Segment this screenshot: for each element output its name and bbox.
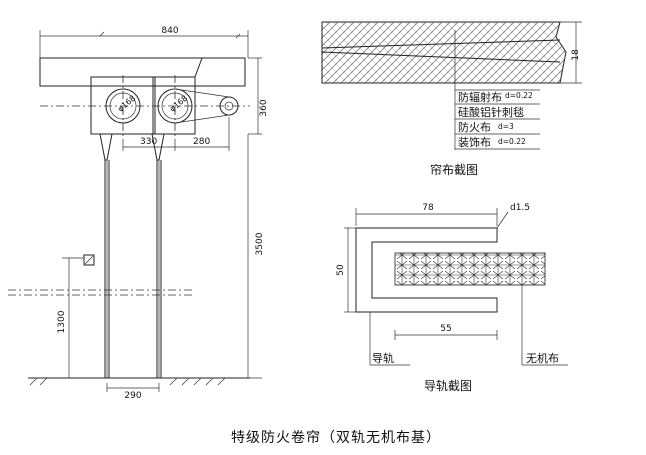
dim-width-top-label: 840 <box>161 26 178 36</box>
rail-section: 78 d1.5 50 55 导轨 无机布 导轨截图 <box>336 203 568 393</box>
curtain-layer-1: 防辐射布 d=0.22 <box>458 90 533 104</box>
layer-3-name: 防火布 <box>458 120 491 134</box>
layer-2-name: 硅酸铝针刺毯 <box>458 105 524 119</box>
bracket-right <box>152 76 196 135</box>
layer-4-name: 装饰布 <box>458 135 491 149</box>
dim-rail-width-label: 290 <box>124 391 141 401</box>
dim-button-height-label: 1300 <box>57 310 67 333</box>
drawing-title: 特级防火卷帘（双轨无机布基） <box>231 429 441 446</box>
dim-rail-width: 290 <box>106 383 160 401</box>
curtain-layer-4: 装饰布 d=0.22 <box>458 135 526 149</box>
inorganic-cloth <box>394 252 546 286</box>
dim-total-height: 3500 <box>244 134 265 379</box>
curtain-section: 18 防辐射布 d=0.22 硅酸铝针刺毯 防火布 d=3 装饰布 d=0.22… <box>321 21 582 177</box>
rail-label: 导轨 <box>372 351 394 365</box>
curtain-section-caption: 帘布截图 <box>430 162 478 177</box>
dim-shaft-gaps: 330 280 <box>122 117 230 151</box>
rail-width-label: 78 <box>422 203 434 213</box>
curtain-layer-2: 硅酸铝针刺毯 <box>458 105 524 119</box>
dim-height-box-label: 360 <box>259 99 269 116</box>
rail-width-dim: 78 <box>355 203 498 226</box>
shaft-right-label: φ168 <box>168 94 190 114</box>
motor <box>174 88 239 124</box>
elevation-view: 840 φ168 φ168 <box>8 26 269 401</box>
control-button: 1300 <box>57 254 95 378</box>
layer-1-spec: d=0.22 <box>505 91 533 100</box>
curtain-thickness-dim: 18 <box>560 21 582 84</box>
rail-inner-dim: 55 <box>394 324 498 340</box>
rail-height-dim: 50 <box>336 227 356 313</box>
layer-4-spec: d=0.22 <box>498 137 526 146</box>
layer-1-name: 防辐射布 <box>458 90 502 104</box>
box-housing <box>39 57 246 87</box>
curtain-layer-3: 防火布 d=3 <box>458 120 514 134</box>
curtain-thickness-label: 18 <box>571 49 581 61</box>
rail-height-label: 50 <box>336 264 346 276</box>
cloth-label: 无机布 <box>526 351 559 365</box>
dim-total-height-label: 3500 <box>255 232 265 255</box>
guide-rails <box>99 133 165 378</box>
layer-3-spec: d=3 <box>498 122 514 131</box>
dim-height-box: 360 <box>248 57 269 135</box>
dim-shaft-gap-label: 330 <box>140 137 157 147</box>
rail-thickness-label: d1.5 <box>510 203 530 213</box>
rail-section-caption: 导轨截图 <box>424 379 472 393</box>
floor <box>28 377 250 386</box>
dim-motor-gap-label: 280 <box>193 137 210 147</box>
dim-width-top: 840 <box>39 26 249 58</box>
shaft-left-label: φ168 <box>116 94 138 114</box>
rail-inner-label: 55 <box>440 324 451 334</box>
